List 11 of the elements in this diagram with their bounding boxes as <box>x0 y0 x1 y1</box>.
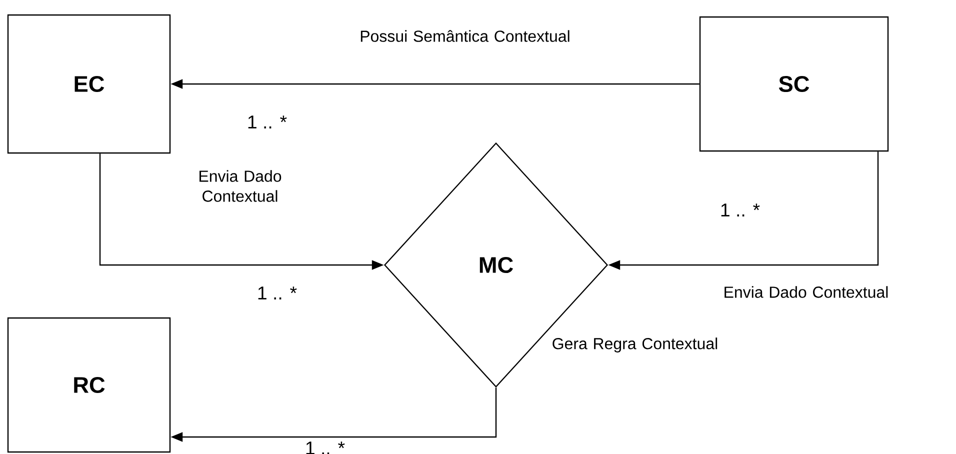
edge-label: Gera Regra Contextual <box>552 338 718 352</box>
multiplicity-label: 1 .. * <box>248 116 287 128</box>
entity-box: RC <box>7 317 171 453</box>
entity-box: EC <box>7 14 171 154</box>
edge-label: Envia Dado Contextual <box>200 170 282 202</box>
multiplicity-label: 1 .. * <box>721 204 760 216</box>
multiplicity-label: 1 .. * <box>258 286 297 300</box>
edge-label: Envia Dado Contextual <box>724 286 888 298</box>
entity-box: SC <box>699 16 889 152</box>
edge-label: Possui Semântica Contextual <box>360 30 570 42</box>
multiplicity-label: 1 .. * <box>306 442 345 454</box>
